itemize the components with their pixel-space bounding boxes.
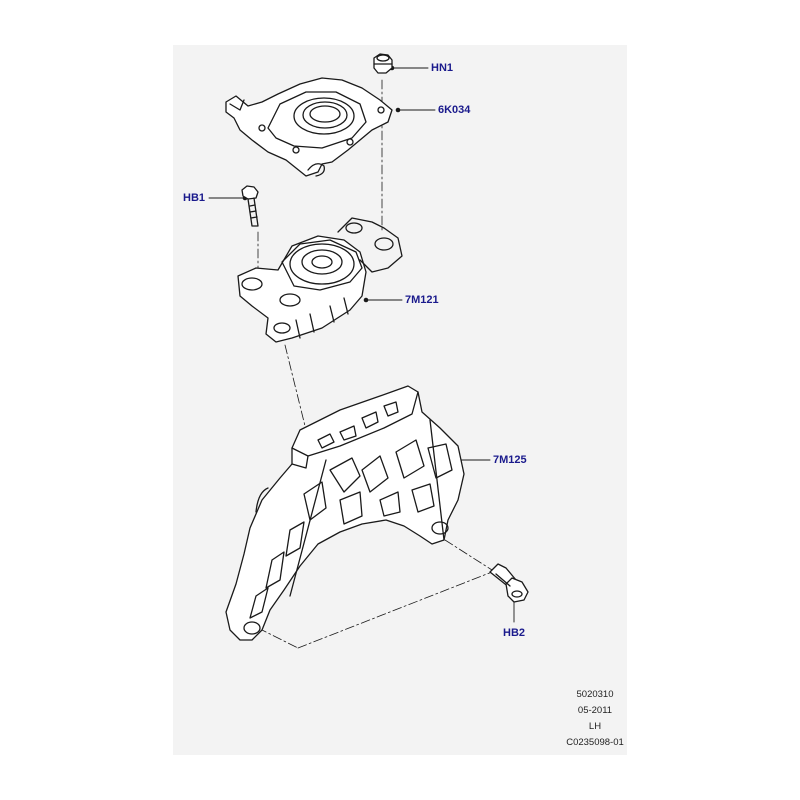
engine-mount-7m121 <box>237 217 403 343</box>
callout-hb2: HB2 <box>503 627 526 639</box>
bracket-6k034 <box>225 77 393 177</box>
drawing-code: C0235098-01 <box>566 737 624 748</box>
callout-7m125: 7M125 <box>493 454 527 466</box>
illustration-number: 5020310 <box>576 689 614 700</box>
bracket-7m125 <box>225 385 465 641</box>
callout-hn1: HN1 <box>431 62 454 74</box>
bolt-hb2 <box>489 563 529 603</box>
drawing-info: 5020310 05-2011 LH C0235098-01 <box>540 687 650 751</box>
drawing-side: LH <box>588 721 602 732</box>
callout-6k034: 6K034 <box>438 104 471 116</box>
nut-hn1 <box>373 53 393 74</box>
leader-lines <box>208 67 515 623</box>
callout-7m121: 7M121 <box>405 294 439 306</box>
bolt-hb1 <box>241 185 259 227</box>
callout-hb1: HB1 <box>183 192 206 204</box>
drawing-date: 05-2011 <box>577 705 613 716</box>
